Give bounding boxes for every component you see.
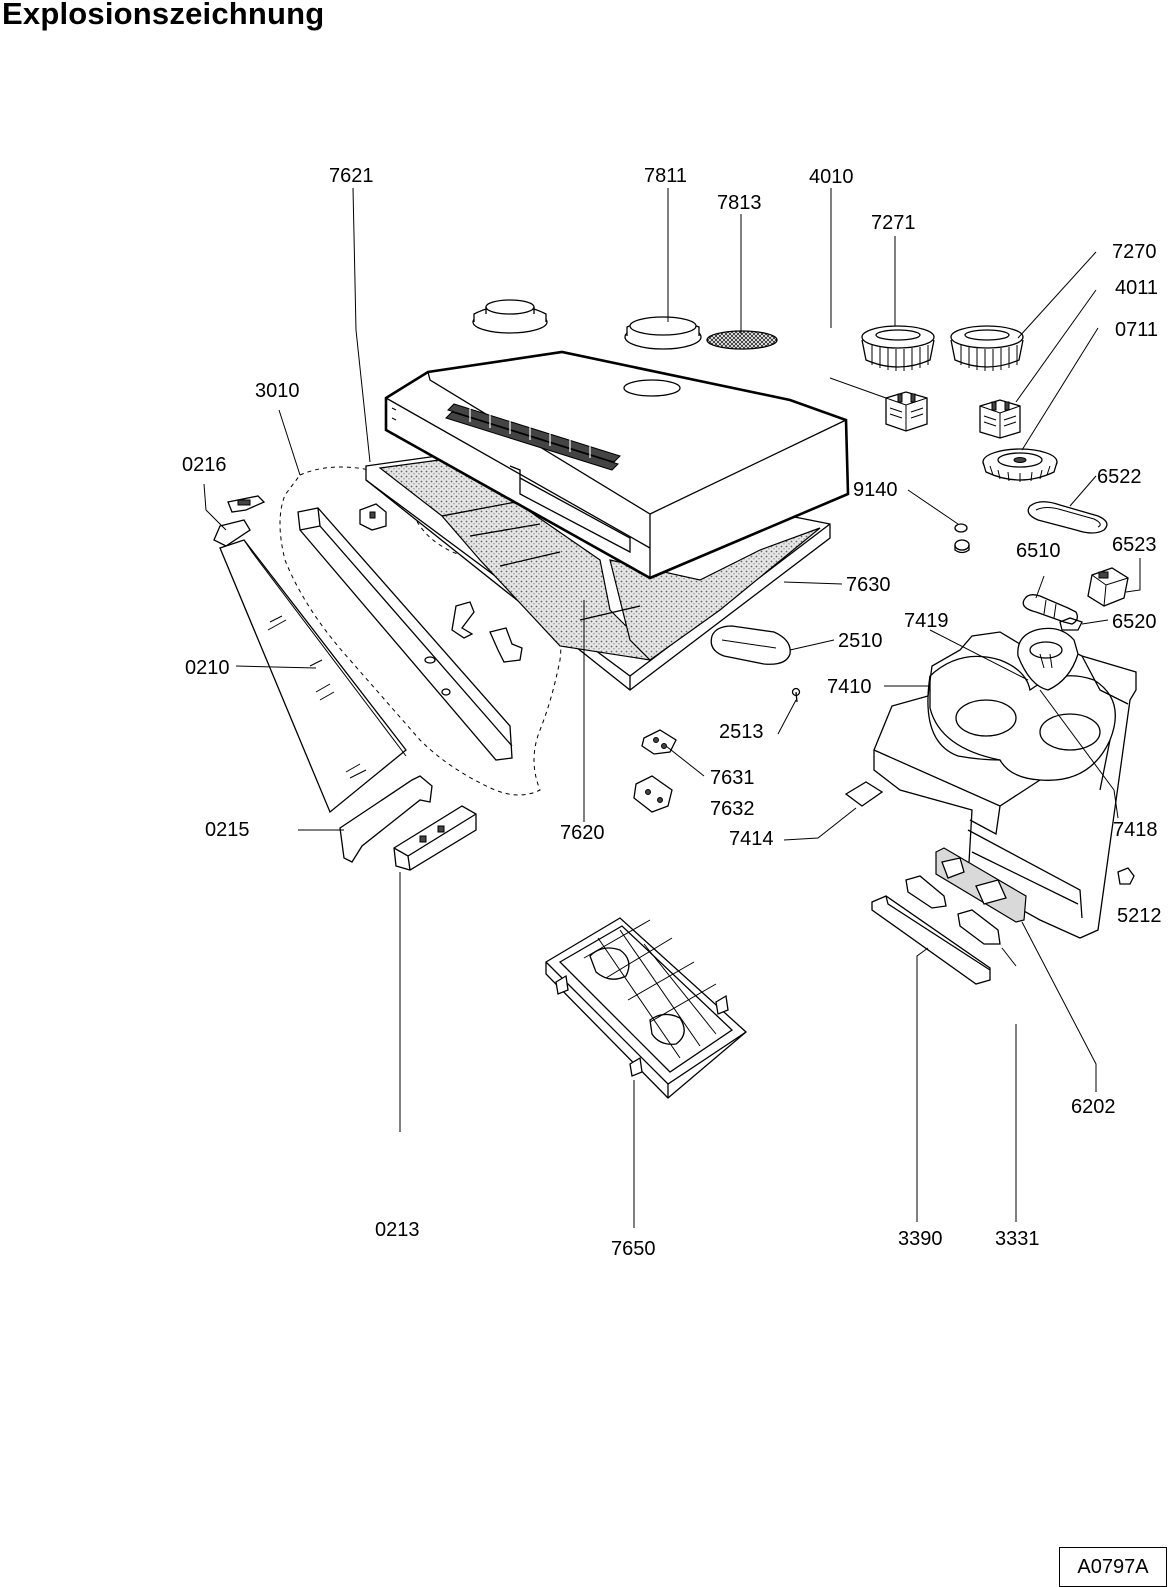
label-3331: 3331 [995, 1228, 1040, 1250]
leader-0711 [1021, 327, 1099, 451]
knobs-9140 [954, 523, 970, 554]
carbon-filter-7270 [950, 325, 1024, 371]
leader-6522 [1069, 475, 1097, 507]
leader-7630 [783, 581, 843, 585]
leader-6202 [1021, 921, 1097, 1092]
label-7270: 7270 [1112, 241, 1157, 263]
label-9140: 9140 [853, 479, 898, 501]
glass-panel-0210 [219, 539, 407, 814]
leader-lines [203, 187, 1141, 1228]
leader-6520 [1081, 619, 1109, 625]
switch-6523 [1087, 567, 1129, 607]
label-5212: 5212 [1117, 905, 1162, 927]
drawing-code-box: A0797A [1059, 1547, 1167, 1587]
label-7418: 7418 [1113, 819, 1158, 841]
leader-0216 [203, 483, 227, 531]
leader-2510 [789, 639, 835, 651]
label-3390: 3390 [898, 1228, 943, 1250]
vent-slots [445, 403, 621, 471]
socket-cone-7419 [1017, 627, 1079, 691]
clips-3010 [359, 503, 523, 663]
leader-3390 [916, 947, 929, 1222]
fan-housing-7410 [873, 631, 1137, 939]
board-6202 [935, 847, 1027, 923]
mount-7632 [633, 775, 673, 813]
plate-7414 [844, 781, 884, 807]
label-7813: 7813 [717, 192, 762, 214]
side-bracket-0215 [339, 775, 433, 863]
fan-wheel-0711 [982, 448, 1058, 482]
label-7621: 7621 [329, 165, 374, 187]
mount-7631 [641, 729, 677, 755]
label-6510: 6510 [1016, 540, 1061, 562]
leader-6523 [1125, 558, 1141, 593]
control-panel-0213 [393, 805, 477, 871]
lamp-lens-2510 [710, 625, 791, 665]
label-0215: 0215 [205, 819, 250, 841]
carbon-filter-7271 [861, 325, 935, 371]
leader-9140 [907, 489, 959, 525]
label-2513: 2513 [719, 721, 764, 743]
part-labels: 7621 7811 7813 4010 7271 7270 4011 0711 … [182, 165, 1162, 1260]
label-7630: 7630 [846, 574, 891, 596]
leader-2513 [777, 699, 797, 735]
leader-3010 [278, 409, 301, 476]
label-4011: 4011 [1115, 277, 1158, 299]
rail-3390 [871, 895, 991, 985]
front-bar-3010 [297, 507, 513, 761]
leader-7631 [665, 745, 705, 777]
label-2510: 2510 [838, 630, 883, 652]
label-6522: 6522 [1097, 466, 1142, 488]
label-3010: 3010 [255, 380, 300, 402]
switch-strip-3331 [905, 875, 1001, 945]
leader-7621 [352, 187, 371, 463]
leader-7414 [783, 807, 857, 841]
leader-4010b [829, 377, 887, 399]
leader-4011 [1015, 289, 1097, 403]
axis-7418 [1039, 689, 1115, 791]
label-0210: 0210 [185, 657, 230, 679]
motor-block-4011 [979, 399, 1021, 439]
label-6523: 6523 [1112, 534, 1157, 556]
label-7620: 7620 [560, 822, 605, 844]
label-6520: 6520 [1112, 611, 1157, 633]
mesh-disc-7813 [706, 330, 778, 350]
lamp-cover-6522 [1027, 501, 1108, 534]
lamp-6510 [1022, 594, 1078, 625]
label-7410: 7410 [827, 676, 872, 698]
clip-5212 [1117, 867, 1135, 885]
filter-grid-7650 [545, 917, 747, 1099]
leader-0210 [235, 665, 317, 669]
screw-2513 [791, 687, 801, 703]
leader-7418 [1113, 789, 1119, 819]
label-7632: 7632 [710, 798, 755, 820]
grease-filter-7620 [440, 501, 821, 661]
label-7631: 7631 [710, 767, 755, 789]
label-0711: 0711 [1115, 319, 1158, 341]
outlet-ring-left [472, 299, 548, 334]
leader-6510 [1035, 575, 1045, 599]
label-7419: 7419 [904, 610, 949, 632]
label-7271: 7271 [871, 212, 916, 234]
label-7811: 7811 [644, 165, 687, 187]
leader-7270 [1017, 251, 1097, 339]
label-4010: 4010 [809, 166, 854, 188]
hood-body [384, 350, 850, 580]
lamp-holder-6520 [1059, 617, 1083, 631]
label-0216: 0216 [182, 454, 227, 476]
bracket-0216 [213, 495, 266, 547]
outlet-collar-7811 [624, 316, 702, 350]
label-7650: 7650 [611, 1238, 656, 1260]
motor-block-4010 [885, 391, 928, 432]
label-0213: 0213 [375, 1219, 420, 1241]
leader-3331b [1001, 947, 1017, 967]
label-7414: 7414 [729, 828, 774, 850]
page-title: Explosionszeichnung [2, 0, 325, 31]
label-6202: 6202 [1071, 1096, 1116, 1118]
leader-7419 [929, 629, 1029, 681]
